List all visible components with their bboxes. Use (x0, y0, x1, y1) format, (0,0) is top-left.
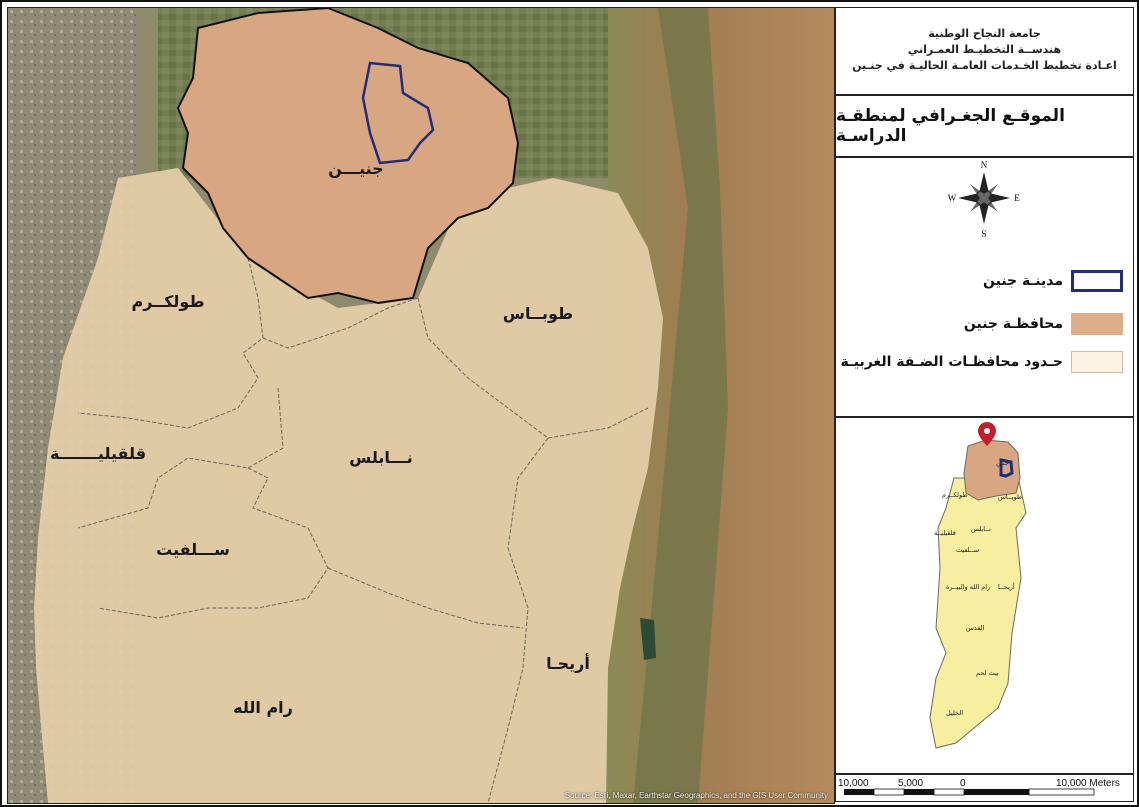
subject-box: الموقـع الجغـرافي لمنطقـة الدراسـة (835, 95, 1134, 157)
west-bank-territory (34, 168, 663, 803)
scale-bar-segments (844, 788, 1095, 796)
legend-label-jenin-city: مدينـة جنين (983, 273, 1063, 289)
jenin-city-boundary (361, 61, 435, 165)
compass-south: S (981, 229, 986, 238)
legend-box: N S E W مدينـة جنين محافظـة جنين حـدود م… (835, 157, 1134, 417)
compass-west: W (948, 193, 957, 203)
inset-label-ramallah: رام الله والبيــرة (946, 583, 990, 591)
legend-label-westbank-governorates: حـدود محافظـات الضـفة الغربيـة (840, 354, 1063, 370)
inset-label-qalqilya: قلقيليــة (934, 529, 956, 537)
inset-label-jerusalem: القدس (966, 624, 985, 632)
side-panel: جامعة النجاح الوطنية هندســة التخطيـط ال… (835, 7, 1134, 802)
legend-item-jenin-city: مدينـة جنين (983, 268, 1123, 294)
inset-west-bank (929, 467, 1027, 749)
compass-rose-icon: N S E W (948, 160, 1020, 238)
compass-east: E (1014, 193, 1020, 203)
inset-label-hebron: الخليل (946, 709, 963, 717)
main-map[interactable]: جنيـــن طوبــاس طولكــرم قلقيليـــــــة … (7, 7, 835, 804)
governorate-boundaries (77, 257, 649, 803)
dead-sea-edge (640, 618, 656, 660)
inset-location-pin-icon (978, 422, 996, 446)
inset-label-bethlehem: بيت لحم (976, 669, 999, 677)
inset-jenin-governorate (963, 439, 1021, 501)
jordan-valley (633, 8, 728, 803)
inset-label-tubas: طوبــاس (998, 493, 1022, 501)
university-name: جامعة النجاح الوطنية (928, 27, 1041, 40)
label-jericho: أريحـا (546, 653, 590, 673)
legend-swatch-westbank-governorates (1071, 351, 1123, 373)
inset-map-box[interactable]: جنين طوبــاس طولكــرم قلقيليــة نــابلس … (835, 417, 1134, 774)
label-jenin: جنيـــن (328, 159, 383, 178)
inset-label-tulkarm: طولكــرم (942, 491, 968, 499)
inset-label-jenin: جنين (996, 459, 1009, 467)
inset-label-salfit: ســلفيت (956, 546, 979, 554)
inset-map: جنين طوبــاس طولكــرم قلقيليــة نــابلس … (929, 422, 1027, 749)
legend-label-jenin-governorate: محافظـة جنين (963, 316, 1063, 332)
department-name: هندســة التخطيـط العمـراني (907, 43, 1062, 56)
compass-north: N (981, 160, 988, 170)
scale-bar: 10,000 5,000 0 10,000 Meters (838, 778, 1120, 796)
scale-mid: 5,000 (898, 778, 923, 789)
legend-swatch-jenin-city (1071, 270, 1123, 292)
label-salfit: ســـلفيت (156, 540, 230, 559)
scale-right: 10,000 Meters (1056, 778, 1120, 789)
scale-left: 10,000 (838, 778, 869, 789)
legend-item-jenin-governorate: محافظـة جنين (964, 311, 1123, 337)
legend-swatch-jenin-governorate (1071, 313, 1123, 335)
inset-jenin-city (999, 458, 1014, 478)
label-nablus: نـــابلس (349, 448, 413, 467)
scale-zero: 0 (960, 778, 966, 789)
label-tulkarm: طولكــرم (131, 292, 204, 311)
inset-label-jericho: أريحــا (998, 582, 1015, 591)
source-credit: Source: Esri, Maxar, Earthstar Geographi… (564, 791, 828, 800)
title-box: جامعة النجاح الوطنية هندســة التخطيـط ال… (835, 7, 1134, 95)
scale-bar-box: 10,000 5,000 0 10,000 Meters (835, 774, 1134, 802)
map-subject-title: الموقـع الجغـرافي لمنطقـة الدراسـة (836, 106, 1065, 146)
legend-item-westbank-governorates: حـدود محافظـات الضـفة الغربيـة (840, 349, 1123, 375)
main-map-canvas: جنيـــن طوبــاس طولكــرم قلقيليـــــــة … (8, 8, 834, 803)
label-ramallah: رام الله (233, 698, 293, 717)
inset-label-nablus: نــابلس (971, 525, 991, 533)
label-tubas: طوبــاس (503, 304, 573, 323)
project-title: اعـادة تخطيط الخـدمات العامـة الحاليـة ف… (852, 59, 1117, 72)
jenin-governorate (176, 8, 520, 305)
label-qalqilya: قلقيليـــــــة (50, 444, 146, 463)
